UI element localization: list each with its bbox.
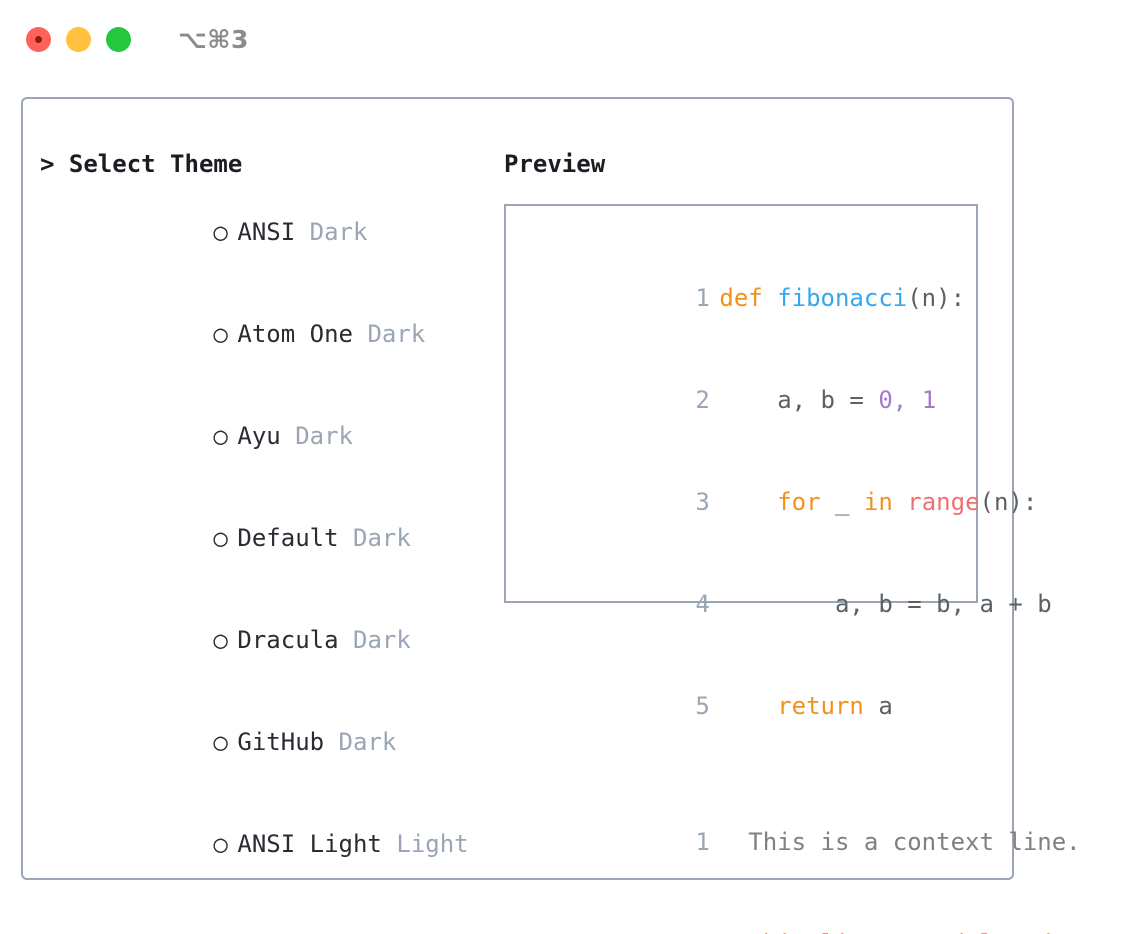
line-number: 2 <box>695 927 709 934</box>
theme-selection-column: > Select Theme ○ ANSI Dark ○ Atom One Dark… <box>23 99 489 934</box>
line-number: 4 <box>695 590 710 618</box>
radio-icon: ○ <box>213 320 228 348</box>
theme-variant: Dark <box>295 422 353 450</box>
theme-option-ansi[interactable]: ○ ANSI Dark <box>40 181 489 283</box>
radio-icon: ○ <box>213 626 228 654</box>
code-line: 5 return a <box>522 655 976 757</box>
theme-option-github[interactable]: ○ GitHub Dark <box>40 691 489 793</box>
theme-name: ANSI <box>237 218 296 246</box>
code-token <box>719 692 777 720</box>
theme-option-ayu-light[interactable]: ●Ayu Light Light <box>40 895 489 934</box>
code-token: in <box>863 488 893 516</box>
keyboard-shortcut-label: ⌥⌘3 <box>178 24 249 54</box>
radio-icon: ○ <box>213 728 228 756</box>
theme-name: Atom One <box>237 320 353 348</box>
close-button-icon[interactable] <box>26 26 51 52</box>
theme-variant: Dark <box>309 218 368 246</box>
code-line: 4 a, b = b, a + b <box>522 553 1051 655</box>
line-number: 2 <box>695 386 710 414</box>
preview-heading: Preview <box>504 150 606 178</box>
minimize-button-icon[interactable] <box>66 26 91 52</box>
theme-name: Dracula <box>237 626 339 654</box>
theme-variant: Light <box>382 932 454 934</box>
theme-option-default[interactable]: ○ Default Dark <box>40 487 489 589</box>
code-token: a <box>863 692 893 720</box>
code-line: 3 for _ in range(n): <box>522 451 1037 553</box>
theme-variant: Dark <box>338 728 397 756</box>
theme-name: ANSI Light <box>237 830 382 858</box>
theme-variant: Dark <box>367 320 426 348</box>
theme-option-list: ○ ANSI Dark ○ Atom One Dark ○ Ayu Dark ○ Def… <box>40 181 489 934</box>
theme-name: GitHub <box>237 728 325 756</box>
code-token: _ <box>820 488 864 516</box>
code-token <box>893 488 907 516</box>
diff-line-deleted: 2 - This line was deleted. <box>522 893 1066 934</box>
select-theme-heading: > Select Theme <box>40 150 243 178</box>
title-bar: ⌥⌘3 <box>0 0 1140 78</box>
code-token: for <box>777 488 821 516</box>
spacer <box>522 757 976 791</box>
diff-line-context: 1 This is a context line. <box>522 791 1080 893</box>
line-number: 1 <box>695 828 710 856</box>
code-token <box>719 488 777 516</box>
code-line: 1 def fibonacci(n): <box>522 247 976 349</box>
theme-option-atom-one[interactable]: ○ Atom One Dark <box>40 283 489 385</box>
theme-variant: Light <box>396 830 469 858</box>
code-token: (n): <box>907 284 966 312</box>
code-token: range <box>907 488 980 516</box>
diff-text: This is a context line. <box>719 828 1081 856</box>
code-token: (n): <box>979 488 1038 516</box>
theme-option-ayu[interactable]: ○ Ayu Dark <box>40 385 489 487</box>
code-token: return <box>777 692 864 720</box>
code-token: 1 <box>921 386 937 414</box>
code-line: 2 a, b = 0, 1 <box>522 349 976 451</box>
line-number: 1 <box>695 284 710 312</box>
main-panel: > Select Theme ○ ANSI Dark ○ Atom One Dark… <box>21 97 1081 934</box>
theme-name: Ayu Light <box>237 932 367 934</box>
line-number: 5 <box>695 692 710 720</box>
line-number: 3 <box>695 488 710 516</box>
code-token: fibonacci <box>777 284 908 312</box>
diff-text: - This line was deleted. <box>719 930 1066 934</box>
radio-icon: ○ <box>213 422 228 450</box>
code-token: a, b = b, a + b <box>719 590 1052 618</box>
radio-icon: ○ <box>213 524 228 552</box>
radio-icon: ○ <box>213 218 228 246</box>
code-token: 0 <box>878 386 893 414</box>
radio-icon: ○ <box>213 830 228 858</box>
theme-variant: Dark <box>353 524 411 552</box>
theme-option-dracula[interactable]: ○ Dracula Dark <box>40 589 489 691</box>
code-token: def <box>719 284 778 312</box>
theme-name: Ayu <box>237 422 281 450</box>
code-token: , <box>892 386 922 414</box>
theme-variant: Dark <box>353 626 411 654</box>
theme-option-ansi-light[interactable]: ○ ANSI Light Light <box>40 793 489 895</box>
radio-selected-icon: ● <box>213 929 237 934</box>
code-token: a, b = <box>719 386 879 414</box>
theme-name: Default <box>237 524 339 552</box>
window-controls <box>26 26 131 52</box>
zoom-button-icon[interactable] <box>106 26 131 52</box>
